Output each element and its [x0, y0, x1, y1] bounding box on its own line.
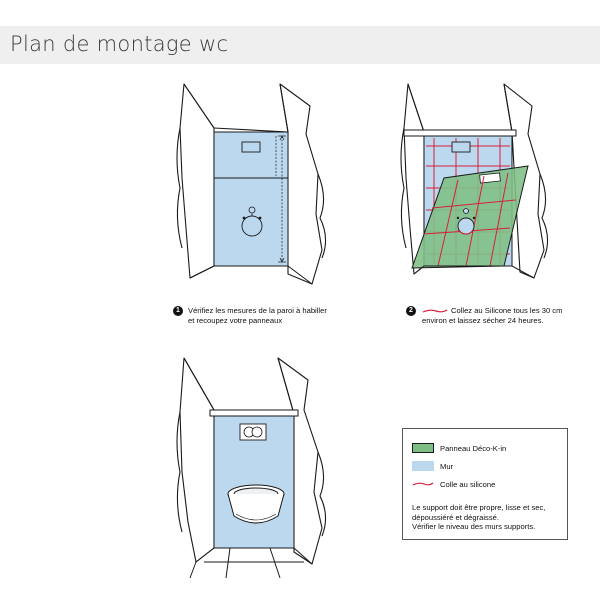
legend-label: Colle au silicone — [440, 480, 496, 489]
title-bar: Plan de montage wc — [0, 26, 600, 64]
drain-pipe — [241, 215, 263, 237]
step-2-illustration — [400, 83, 549, 279]
flush-plate — [241, 141, 261, 153]
legend: Panneau Déco-K-in Mur Colle au silicone … — [402, 428, 568, 540]
legend-note-line: Vérifier le niveau des murs supports. — [412, 522, 536, 531]
finished-illustration — [176, 357, 327, 579]
step-1-illustration — [176, 83, 327, 285]
step-1-caption-line: Vérifiez les mesures de la paroi à habil… — [188, 306, 327, 315]
page-title: Plan de montage wc — [10, 32, 229, 56]
legend-note: Le support doit être propre, lisse et se… — [412, 503, 545, 532]
blue-swatch-icon — [412, 461, 434, 471]
step-2-caption-cont: environ et laissez sécher 24 heures. — [422, 316, 544, 326]
step-1-caption: Vérifiez les mesures de la paroi à habil… — [188, 306, 327, 325]
step-2-caption-line: environ et laissez sécher 24 heures. — [422, 315, 544, 325]
step-2-number: 2 — [406, 306, 416, 316]
step-2-caption: Collez au Silicone tous les 30 cm — [451, 306, 562, 316]
step-2-caption-line: Collez au Silicone tous les 30 cm — [451, 306, 563, 315]
legend-label: Mur — [440, 462, 454, 471]
legend-note-line: Le support doit être propre, lisse et se… — [412, 503, 546, 512]
silicone-line-icon — [422, 309, 448, 313]
toilet-bowl — [227, 484, 285, 524]
step-1-number: 1 — [173, 306, 183, 316]
red-line-icon — [412, 482, 434, 486]
legend-note-line: dépoussiéré et dégraissé. — [412, 512, 499, 522]
step-1-caption-line: et recoupez votre panneaux — [188, 315, 283, 325]
legend-label: Panneau Déco-K-in — [440, 444, 507, 453]
green-swatch-icon — [412, 443, 434, 453]
left-side-wall — [179, 83, 215, 279]
